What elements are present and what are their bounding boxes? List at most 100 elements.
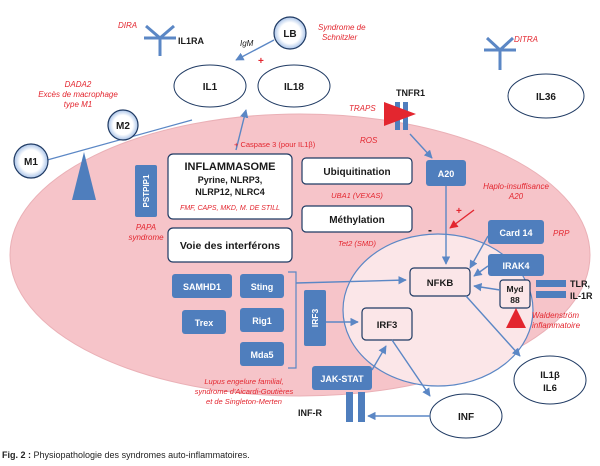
traps-triangle [384,102,416,126]
il1b-label: IL1β [540,370,560,381]
sting-box [240,274,284,298]
inflammasome-box [167,153,293,220]
infr-label: INF-R [298,408,322,418]
caption-label: Fig. 2 : [2,450,31,460]
pathophysiology-diagram: DIRA IL1RA LB Syndrome de Schnitzler IgM… [9,16,593,439]
samhd1-label: SAMHD1 [183,282,221,292]
minus-label: - [428,223,432,237]
nucleus-circle [342,233,534,387]
mda5-box [240,342,284,366]
lupus-label-3: et de Singleton-Merten [206,397,282,406]
rig1-label: Rig1 [252,316,272,326]
irak4-box [488,254,544,276]
card14-box [488,220,544,244]
caspase-arrow [235,109,249,151]
balance-triangle [72,152,96,200]
mda5-label: Mda5 [250,350,273,360]
trex-label: Trex [195,318,214,328]
schnitzler-label-2: Schnitzler [322,33,357,42]
irf3-inf-arrow [391,339,431,397]
waldenstrom-triangle [506,308,526,328]
il36-receptor-icon [484,36,516,70]
infr-bar-right [358,392,365,422]
il18-label: IL18 [284,82,304,93]
m2-circle [107,109,139,141]
interferon-bracket [288,271,297,369]
waldenstrom-label-2: inflammatoire [532,321,581,330]
myd88-label-1: Myd [507,284,524,294]
inf-label: INF [458,412,474,423]
caspase-label: + Caspase 3 (pour IL1β) [234,140,316,149]
myd88-box [499,279,531,309]
il18-ellipse [257,64,331,108]
jakstat-box [312,366,372,390]
il36-label: IL36 [536,92,556,103]
il1ra-receptor-icon [144,24,176,56]
irf3-box [361,307,413,341]
traps-label: TRAPS [349,104,376,113]
interferon-pathway-box [167,227,293,263]
haplo-label-1: Haplo-insuffisance [483,182,549,191]
tet2-label: Tet2 (SMD) [338,239,377,248]
igm-arrow [235,39,275,61]
myd88-nfkb-arrow [473,282,501,292]
haplo-label-2: A20 [508,192,524,201]
ros-label: ROS [360,136,378,145]
myd88-label-2: 88 [510,295,520,305]
m1-label: M1 [24,157,38,168]
trex-box [182,310,226,334]
irf3-label: IRF3 [377,320,398,331]
balance-beam [39,119,193,163]
lupus-label-1: Lupus engelure familial, [204,377,283,386]
tlr-label: TLR, [570,279,590,289]
card14-nfkb-arrow [469,235,489,269]
inflammasome-line-2: NLRP12, NLRC4 [195,187,265,197]
pstpip1-box [135,165,157,217]
pstpip1-label: PSTPIP1 [142,174,151,207]
rig1-box [240,308,284,332]
uba1-label: UBA1 (VEXAS) [331,191,383,200]
dada2-label-3: type M1 [64,100,92,109]
papa-label-1: PAPA [136,223,156,232]
waldenstrom-label-1: Waldenström [532,311,579,320]
interferon-pathway-label: Voie des interférons [180,240,280,252]
il1-label: IL1 [203,82,218,93]
methylation-label: Méthylation [329,215,385,226]
jakstat-label: JAK-STAT [320,374,364,384]
m2-label: M2 [116,121,130,132]
irak4-nfkb-arrow [473,265,489,277]
haplo-arrow [449,209,475,229]
lupus-label-2: syndrome d'Aicardi-Goutières [195,387,294,396]
il1ra-label: IL1RA [178,36,205,46]
inflammasome-line-1: Pyrine, NLRP3, [198,175,263,185]
tnfr1-a20-arrow [409,133,433,159]
m1-circle [13,143,49,179]
il1r-label: IL-1R [570,291,593,301]
dira-label: DIRA [118,21,137,30]
papa-label-2: syndrome [128,233,164,242]
infr-bar-left [346,392,353,422]
ditra-label: DITRA [514,35,538,44]
lb-label: LB [283,29,296,40]
dada2-label-1: DADA2 [65,80,92,89]
plus-red-label: + [456,206,462,217]
inflammasome-diseases: FMF, CAPS, MKD, M. DE STILL [180,205,280,212]
card14-label: Card 14 [499,228,532,238]
dada2-label-2: Excès de macrophage [38,90,118,99]
samhd1-box [172,274,232,298]
tnfr1-label: TNFR1 [396,88,425,98]
jakstat-irf3-arrow [371,345,387,371]
tlr-bar-bottom [536,291,566,298]
il1-ellipse [173,64,247,108]
a20-label: A20 [438,169,455,179]
sting-label: Sting [251,282,274,292]
figure-caption: Fig. 2 : Physiopathologie des syndromes … [2,450,250,460]
caption-text: Physiopathologie des syndromes auto-infl… [31,450,250,460]
nfkb-il1b-arrow [465,295,521,357]
irf3-vertical-label: IRF3 [310,309,320,328]
plus-top-label: + [258,56,264,67]
ubiquitination-label: Ubiquitination [323,167,390,178]
il36-ellipse [507,73,585,119]
il1b-il6-ellipse [513,355,587,405]
irak4-label: IRAK4 [502,261,529,271]
